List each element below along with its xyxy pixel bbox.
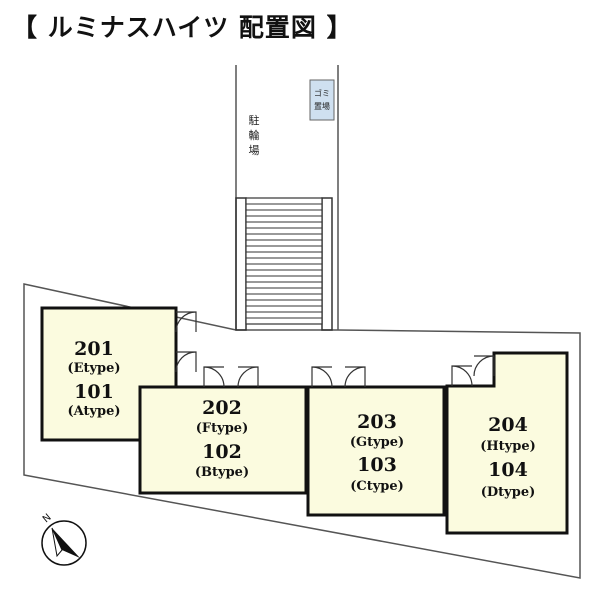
unit-upper-type: (Gtype): [350, 435, 404, 450]
svg-text:ゴミ: ゴミ: [314, 88, 330, 98]
door-101: [175, 351, 197, 373]
svg-text:場: 場: [249, 144, 260, 157]
door-204: [473, 355, 495, 377]
unit-upper-type: (Htype): [480, 439, 536, 454]
unit-lower-number: 103: [357, 454, 397, 476]
unit-lower-type: (Atype): [67, 404, 120, 419]
unit-lower-type: (Btype): [195, 465, 249, 480]
north-arrow-icon: N: [41, 512, 87, 566]
unit-lower-type: (Ctype): [350, 479, 404, 494]
door-102: [237, 366, 259, 388]
unit-upper-type: (Etype): [67, 361, 120, 376]
unit-202-102: 202 (Ftype) 102 (Btype): [138, 385, 308, 495]
svg-text:駐: 駐: [249, 113, 260, 127]
unit-upper-type: (Ftype): [196, 421, 248, 436]
unit-upper-number: 201: [74, 338, 114, 360]
svg-text:置場: 置場: [314, 101, 330, 111]
page-title: 【 ルミナスハイツ 配置図 】: [12, 13, 353, 42]
unit-203-103: 203 (Gtype) 103 (Ctype): [306, 385, 446, 517]
staircase: [235, 197, 333, 331]
svg-text:N: N: [41, 512, 54, 525]
unit-lower-type: (Dtype): [481, 485, 536, 500]
unit-lower-number: 104: [488, 459, 528, 481]
unit-lower-number: 102: [202, 441, 242, 463]
unit-upper-number: 204: [488, 414, 528, 436]
svg-text:輪: 輪: [249, 128, 260, 142]
door-202: [203, 366, 225, 388]
unit-upper-number: 203: [357, 411, 397, 433]
door-103: [344, 366, 366, 388]
door-203: [311, 366, 333, 388]
bicycle-parking-label: 駐 輪 場: [249, 113, 260, 157]
unit-lower-number: 101: [74, 381, 114, 403]
door-201-upper: [175, 311, 197, 333]
unit-upper-number: 202: [202, 397, 242, 419]
door-104: [451, 365, 473, 387]
garbage-area: ゴミ 置場: [309, 79, 335, 121]
unit-204-104: 204 (Htype) 104 (Dtype): [445, 351, 569, 535]
